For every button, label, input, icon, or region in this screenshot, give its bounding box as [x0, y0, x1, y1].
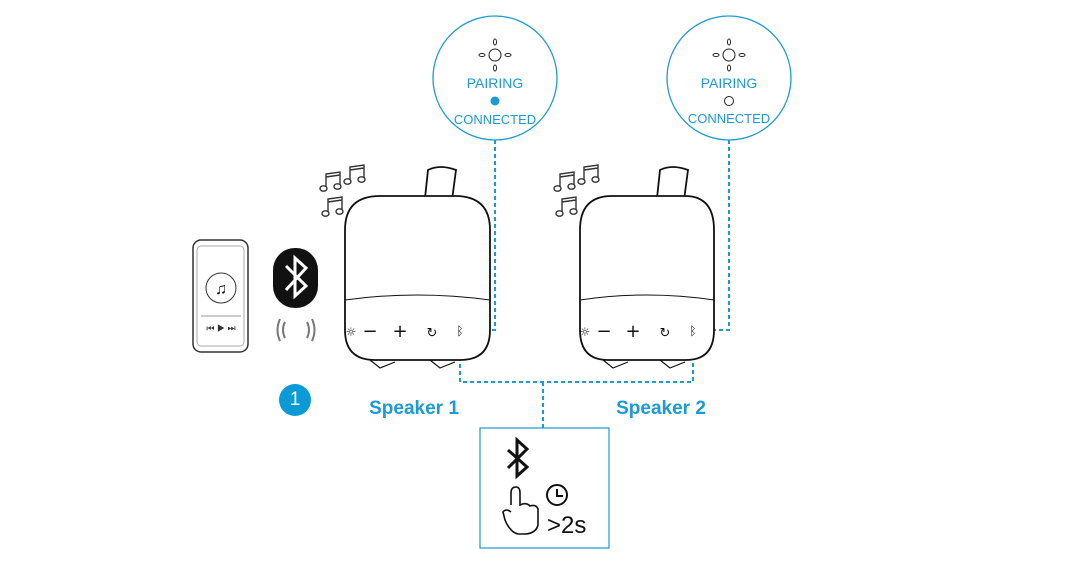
connected-label-1: CONNECTED — [453, 112, 537, 127]
speaker-2-label: Speaker 2 — [616, 398, 706, 419]
wireless-waves-icon — [276, 318, 316, 342]
svg-text:−: − — [362, 321, 377, 342]
svg-text:ᛒ: ᛒ — [456, 324, 463, 338]
pairing-label-2: PAIRING — [700, 75, 758, 91]
speaker-2 — [579, 166, 715, 369]
svg-text:☼: ☼ — [580, 325, 591, 339]
hand-press-icon — [502, 486, 539, 535]
svg-text:−: − — [596, 321, 611, 342]
pairing-label-1: PAIRING — [466, 75, 524, 91]
svg-text:↻: ↻ — [427, 326, 438, 341]
bluetooth-icon — [273, 248, 318, 308]
instruction-box — [479, 427, 610, 549]
press-duration: >2s — [547, 512, 587, 539]
svg-text:+: + — [625, 321, 640, 342]
phone-icon: ♫ ⏮ ▶ ⏭ — [192, 239, 249, 353]
clock-icon — [546, 484, 568, 506]
step-number-badge: 1 — [279, 384, 311, 416]
svg-text:+: + — [392, 321, 407, 342]
svg-text:ᛒ: ᛒ — [689, 324, 696, 338]
svg-text:♫: ♫ — [215, 281, 227, 298]
connected-label-2: CONNECTED — [687, 111, 771, 126]
bluetooth-icon — [506, 436, 530, 480]
connected-led-off — [724, 96, 734, 106]
svg-text:↻: ↻ — [660, 326, 671, 341]
svg-text:⏮ ▶ ⏭: ⏮ ▶ ⏭ — [206, 323, 235, 333]
speaker-1 — [344, 166, 491, 369]
svg-text:☼: ☼ — [346, 325, 357, 339]
connected-led-on — [490, 96, 500, 106]
speaker-buttons: ☼−+↻ᛒ ☼−+↻ᛒ — [346, 321, 697, 342]
speaker-1-label: Speaker 1 — [369, 398, 459, 419]
